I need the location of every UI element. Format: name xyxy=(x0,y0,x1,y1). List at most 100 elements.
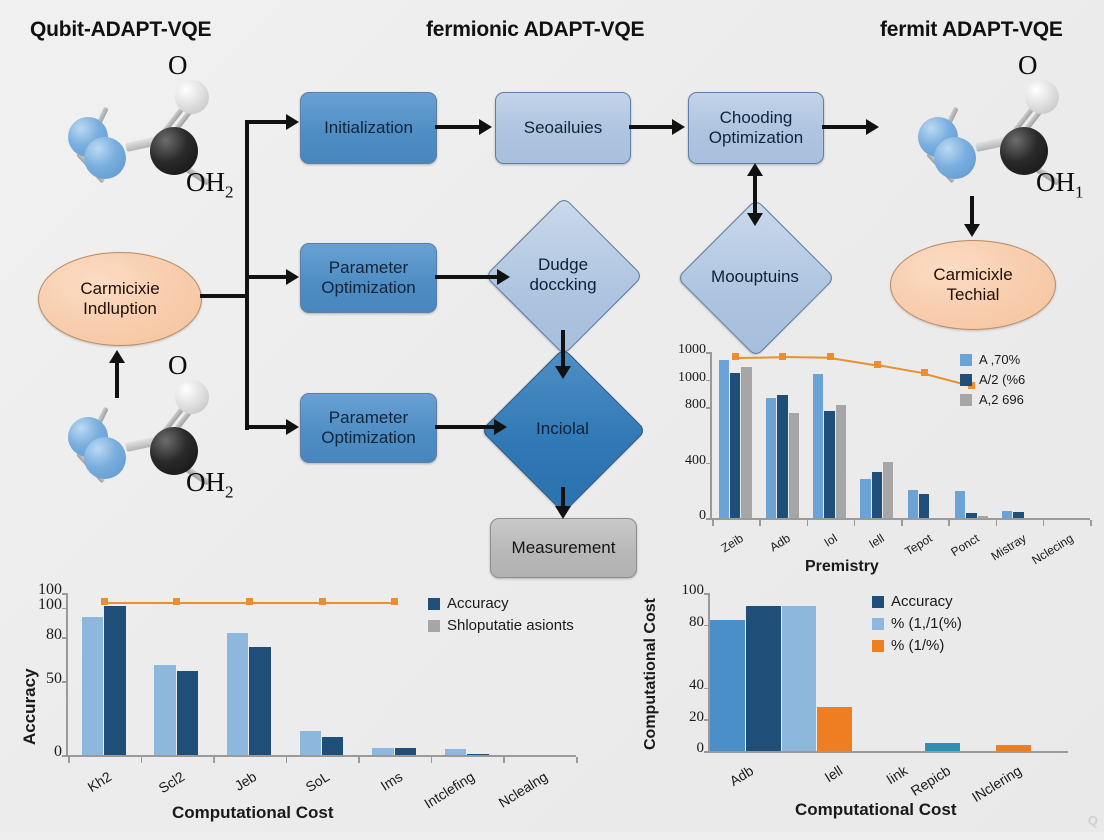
arrow-down-moouptuins xyxy=(747,213,763,226)
line-marker xyxy=(732,353,740,361)
diamond-inciolal[interactable]: Inciolal xyxy=(480,347,647,514)
box-parameter-optimization-2[interactable]: Parameter Optimization xyxy=(300,393,437,463)
line-segment xyxy=(322,601,395,604)
molecule-label-o: O xyxy=(1018,50,1038,80)
line-marker xyxy=(100,598,108,606)
y-tick-mark xyxy=(706,462,712,465)
bar xyxy=(813,374,824,518)
bar xyxy=(824,411,835,518)
box-initialization-label: Initialization xyxy=(324,117,413,137)
y-tick-mark xyxy=(704,751,710,753)
chart-legend: Accuracy% (1,/1(%)% (1/%) xyxy=(872,593,962,659)
line-marker xyxy=(779,352,787,360)
bar xyxy=(372,747,394,755)
bar xyxy=(996,744,1032,751)
bar xyxy=(718,360,729,518)
box-seoailuies-label: Seoailuies xyxy=(523,117,603,137)
line-segment xyxy=(735,356,783,359)
bar xyxy=(1002,511,1013,518)
bar xyxy=(924,743,960,751)
legend-item: A/2 (%6 xyxy=(960,372,1025,387)
y-tick-mark xyxy=(704,687,710,690)
connector-right-molecule-to-ellipse xyxy=(970,196,974,230)
y-tick-label: 0 xyxy=(699,507,706,523)
y-tick-label: 100 xyxy=(38,581,62,599)
x-tick-mark xyxy=(712,520,714,526)
plot-area xyxy=(712,352,1090,518)
arrow-to-measurement xyxy=(555,506,571,519)
atom-c xyxy=(1000,127,1048,175)
bar xyxy=(710,619,745,751)
y-tick-label: 0 xyxy=(696,740,705,757)
bar xyxy=(299,731,321,755)
y-tick-label: 20 xyxy=(689,708,704,725)
atom-n-2 xyxy=(934,137,976,179)
box-initialization[interactable]: Initialization xyxy=(300,92,437,164)
molecule-label-oh: OH2 xyxy=(186,467,234,502)
y-tick-label: 1000 xyxy=(678,369,706,385)
atom-h xyxy=(1025,80,1059,114)
arrow-to-right-ellipse xyxy=(964,224,980,237)
bar xyxy=(249,647,271,755)
x-tick-mark xyxy=(995,520,997,526)
legend-label: A ,70% xyxy=(979,352,1021,367)
legend-swatch xyxy=(872,595,884,608)
x-tick-mark xyxy=(68,757,70,763)
bar xyxy=(729,372,741,518)
box-choosing-optimization[interactable]: Chooding Optimization xyxy=(688,92,824,164)
molecule-label-oh: OH2 xyxy=(186,167,234,202)
y-tick-mark xyxy=(706,407,712,409)
legend-item: Shloputatie asionts xyxy=(428,617,574,634)
box-measurement[interactable]: Measurement xyxy=(490,518,637,578)
bar xyxy=(817,706,853,751)
title-right: fermit ADAPT-VQE xyxy=(880,18,1063,41)
legend-label: Accuracy xyxy=(891,593,953,610)
diamond-dudge-doccking[interactable]: Dudge doccking xyxy=(484,196,644,356)
y-tick-mark xyxy=(62,593,68,595)
y-tick-label: 800 xyxy=(685,397,706,413)
y-tick-label: 80 xyxy=(689,613,704,630)
arrow-to-inciolal xyxy=(555,366,571,379)
box-seoailuies[interactable]: Seoailuies xyxy=(495,92,631,164)
x-tick-mark xyxy=(358,757,360,763)
bar xyxy=(918,493,930,518)
bar xyxy=(1013,511,1024,518)
y-tick-label: 1000 xyxy=(678,341,706,357)
legend-swatch xyxy=(428,619,440,632)
atom-h xyxy=(175,380,209,414)
y-tick-mark xyxy=(62,637,68,639)
y-tick-label: 40 xyxy=(689,677,704,693)
line-segment xyxy=(782,356,831,359)
bar xyxy=(81,616,104,755)
ellipse-carmicixie-indluption[interactable]: Carmicixie Indluption xyxy=(38,252,202,346)
line-marker xyxy=(245,598,253,606)
atom-c xyxy=(150,427,198,475)
ellipse-carmicixle-techial[interactable]: Carmicixle Techial xyxy=(890,240,1056,330)
bar xyxy=(977,515,988,518)
bar xyxy=(788,412,799,518)
line-segment xyxy=(176,601,250,604)
molecule-label-oh: OH1 xyxy=(1036,167,1084,202)
x-tick-mark xyxy=(1042,520,1045,526)
bar xyxy=(741,367,752,518)
line-marker xyxy=(318,598,326,606)
line-segment xyxy=(104,601,177,604)
y-tick-mark xyxy=(704,624,710,627)
legend-item: A,2 696 xyxy=(960,392,1025,407)
ellipse-right-label: Carmicixle Techial xyxy=(933,264,1013,304)
connector-trunk-to-initialization xyxy=(245,120,291,124)
bar xyxy=(907,490,918,518)
line-segment xyxy=(249,601,322,604)
ellipse-left-label: Carmicixie Indluption xyxy=(80,278,160,318)
diamond-moouptuins[interactable]: Moouptuins xyxy=(676,198,836,358)
x-tick-mark xyxy=(853,520,856,526)
x-tick-mark xyxy=(430,757,433,763)
connector-inciolal-to-measurement xyxy=(561,487,565,514)
connector-init-to-seoailuies xyxy=(435,125,481,129)
legend-item: A ,70% xyxy=(960,352,1025,367)
y-tick-mark xyxy=(62,607,68,610)
x-tick-label: Adb xyxy=(726,762,757,789)
box-parameter-optimization-1[interactable]: Parameter Optimization xyxy=(300,243,437,313)
